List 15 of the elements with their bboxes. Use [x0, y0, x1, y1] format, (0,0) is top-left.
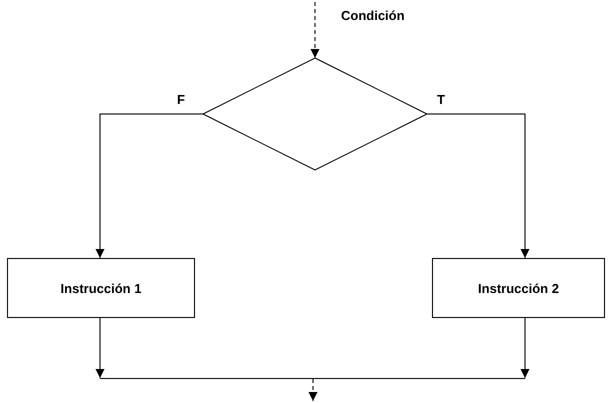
edge-label: F: [177, 92, 185, 107]
merge-line: [100, 378, 525, 379]
arrow: [96, 318, 104, 378]
process-box: [7, 258, 195, 318]
process-box: [432, 258, 605, 318]
arrow: [308, 378, 318, 402]
process-label: Instrucción 1: [60, 280, 142, 296]
process-label: Instrucción 2: [478, 280, 559, 296]
arrow: [426, 114, 530, 258]
edge-label: T: [437, 92, 445, 107]
arrow: [520, 318, 530, 378]
arrow: [96, 114, 204, 258]
arrow: [310, 2, 320, 58]
edge-label: Condición: [341, 8, 405, 23]
decision-diamond: [203, 58, 427, 170]
